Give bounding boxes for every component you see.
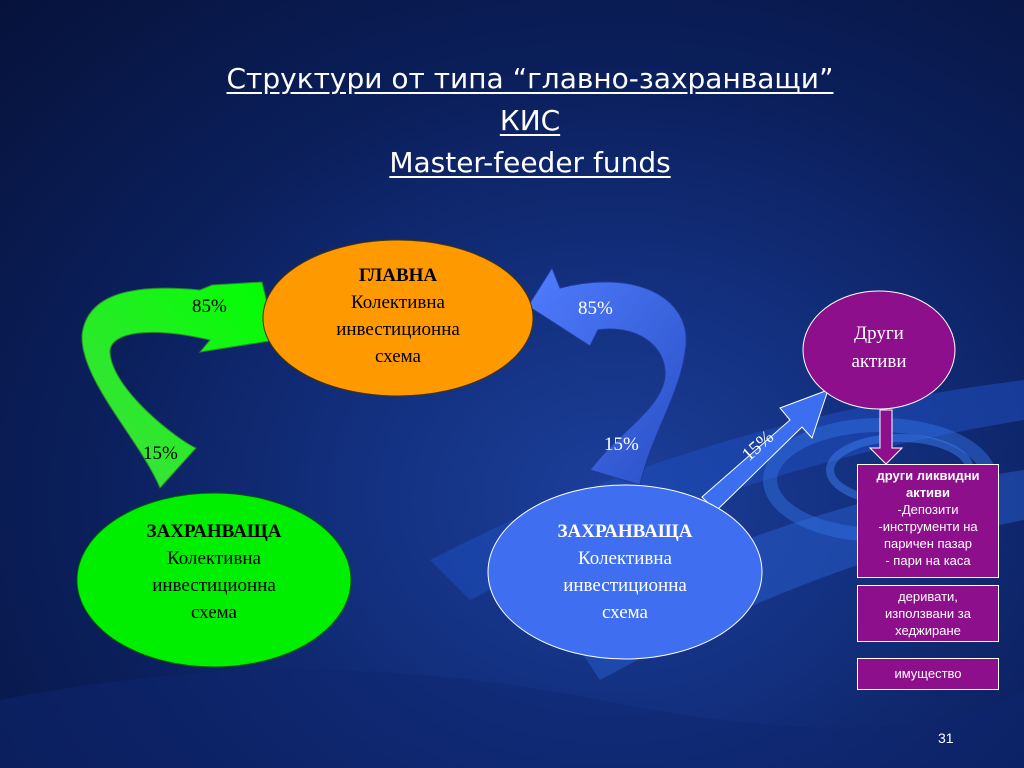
page-number: 31 <box>938 730 954 746</box>
liquid-heading-2: активи <box>905 485 951 500</box>
liquid-assets-box: други ликвидни активи -Депозити -инструм… <box>857 464 999 578</box>
feeder-left-line-2: инвестиционна <box>152 575 276 596</box>
feeder-left-line-3: схема <box>191 602 237 623</box>
right-bottom-percent: 15% <box>604 434 639 455</box>
right-flow-arrow <box>527 266 687 486</box>
master-fund-label: ГЛАВНА Колективна инвестиционна схема <box>298 262 498 370</box>
left-top-percent: 85% <box>192 296 227 317</box>
feeder-right-line-3: схема <box>602 602 648 623</box>
master-line-2: инвестиционна <box>336 319 460 340</box>
master-line-3: схема <box>375 346 421 367</box>
derivatives-line-3: хеджиране <box>895 623 961 638</box>
other-assets-line-2: активи <box>851 351 907 372</box>
feeder-right-label: ЗАХРАНВАЩА Колективна инвестиционна схем… <box>519 518 731 626</box>
right-top-percent: 85% <box>578 298 613 319</box>
down-arrow-icon <box>868 409 904 465</box>
property-line-1: имущество <box>894 666 962 681</box>
feeder-left-heading: ЗАХРАНВАЩА <box>146 521 282 542</box>
liquid-heading-1: други ликвидни <box>876 468 980 483</box>
other-assets-line-1: Други <box>854 323 904 344</box>
feeder-right-heading: ЗАХРАНВАЩА <box>557 521 693 542</box>
title-line-2: КИС <box>499 104 561 137</box>
other-assets-label: Други активи <box>819 320 939 376</box>
to-other-assets-arrow <box>701 389 829 512</box>
feeder-left-line-1: Колективна <box>167 548 261 569</box>
property-box: имущество <box>857 658 999 690</box>
feeder-right-line-2: инвестиционна <box>563 575 687 596</box>
feeder-right-line-1: Колективна <box>578 548 672 569</box>
title-line-1: Структури от типа “главно-захранващи” <box>226 62 834 95</box>
title-line-3: Master-feeder funds <box>389 146 671 179</box>
slide-title: Структури от типа “главно-захранващи” КИ… <box>0 58 1024 184</box>
derivatives-box: деривати, използвани за хеджиране <box>857 585 999 642</box>
master-line-1: Колективна <box>351 292 445 313</box>
left-flow-arrow <box>81 281 277 489</box>
master-heading: ГЛАВНА <box>358 265 438 286</box>
liquid-item-3: паричен пазар <box>883 536 973 551</box>
feeder-fund-left-node <box>76 492 352 668</box>
liquid-item-4: - пари на каса <box>885 553 971 568</box>
derivatives-line-2: използвани за <box>885 606 971 621</box>
other-assets-node <box>802 290 956 410</box>
liquid-item-2: -инструменти на <box>878 519 978 534</box>
feeder-left-label: ЗАХРАНВАЩА Колективна инвестиционна схем… <box>108 518 320 626</box>
master-fund-node <box>262 239 534 397</box>
derivatives-line-1: деривати, <box>898 589 958 604</box>
liquid-item-1: -Депозити <box>897 502 959 517</box>
left-bottom-percent: 15% <box>143 443 178 464</box>
feeder-fund-right-node <box>487 484 763 660</box>
